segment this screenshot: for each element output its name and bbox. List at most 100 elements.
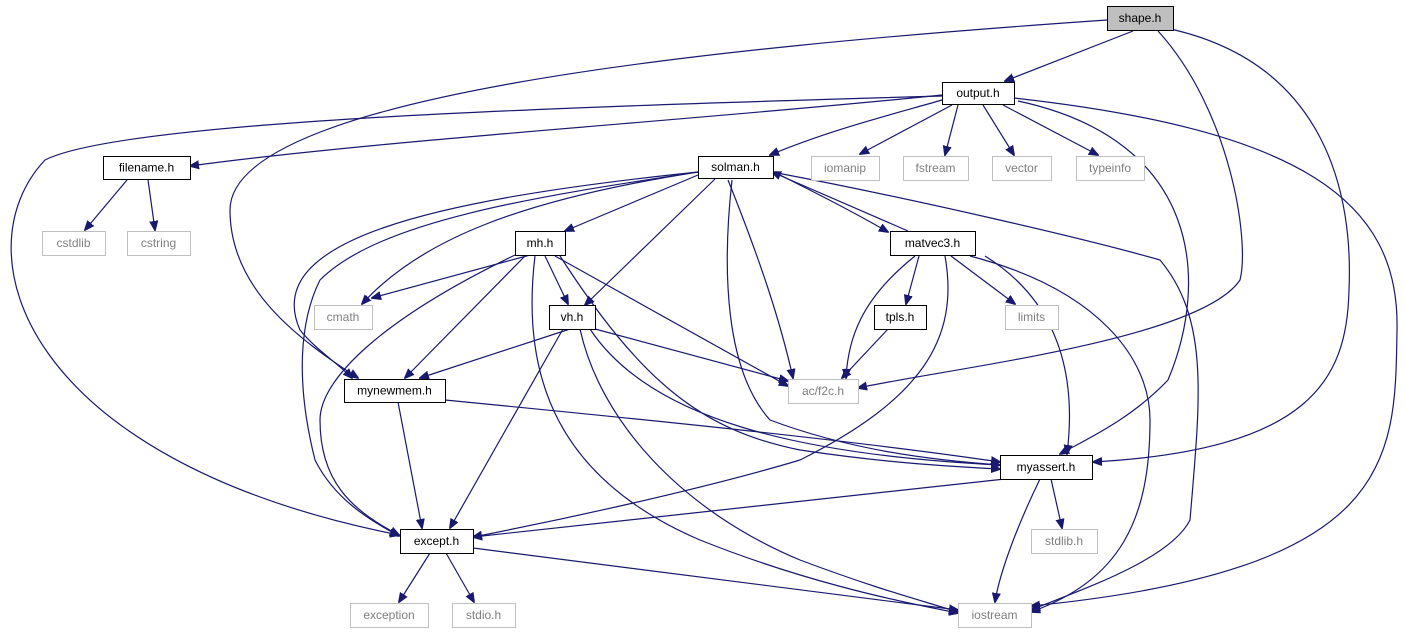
node-label: ac/f2c.h xyxy=(802,384,844,398)
edge-except-h-to-iostream xyxy=(472,547,958,610)
node-label: typeinfo xyxy=(1089,161,1131,175)
edge-filename-h-to-cstdlib xyxy=(85,179,128,230)
node-cstring: cstring xyxy=(127,231,191,256)
node-iomanip: iomanip xyxy=(811,156,880,181)
node-box xyxy=(549,305,596,330)
node-mh-h[interactable]: mh.h xyxy=(515,231,566,256)
node-solman-h[interactable]: solman.h xyxy=(698,156,774,179)
node-box xyxy=(1000,455,1093,480)
nodes-layer: shape.h output.h filename.h solman.h iomanip… xyxy=(42,6,1174,628)
edge-matvec3-h-to-myassert-h xyxy=(984,255,1069,454)
node-box xyxy=(350,603,429,628)
node-label: cstring xyxy=(141,236,176,250)
node-shape-h[interactable]: shape.h xyxy=(1107,6,1174,31)
node-box xyxy=(344,379,446,403)
node-cstdlib: cstdlib xyxy=(42,231,106,256)
node-label: mynewmem.h xyxy=(357,384,432,398)
node-label: output.h xyxy=(956,86,999,100)
edge-except-h-to-exception xyxy=(399,552,431,602)
node-box xyxy=(890,231,976,256)
node-label: vector xyxy=(1005,161,1038,175)
node-label: mh.h xyxy=(527,236,554,250)
node-mynewmem-h[interactable]: mynewmem.h xyxy=(344,379,446,403)
node-box xyxy=(811,156,880,181)
edge-solman-h-to-mh-h xyxy=(565,174,699,231)
edge-vh-h-to-acf2c-h xyxy=(594,328,788,381)
edge-matvec3-h-to-acf2c-h xyxy=(846,255,916,378)
edge-output-h-to-fstream xyxy=(945,104,959,155)
node-vector: vector xyxy=(992,156,1052,181)
node-stdlib-h: stdlib.h xyxy=(1031,529,1098,554)
node-box xyxy=(1076,156,1145,181)
edge-myassert-h-to-iostream xyxy=(995,478,1041,602)
node-label: cmath xyxy=(327,310,360,324)
node-label: vh.h xyxy=(561,310,584,324)
node-box xyxy=(1107,6,1174,31)
node-label: iomanip xyxy=(824,161,866,175)
node-box xyxy=(903,156,969,181)
edge-tpls-h-to-acf2c-h xyxy=(842,328,889,378)
node-box xyxy=(314,305,373,330)
node-output-h[interactable]: output.h xyxy=(942,82,1015,105)
node-label: iostream xyxy=(971,608,1017,622)
node-label: fstream xyxy=(915,161,955,175)
node-box xyxy=(788,379,859,404)
node-except-h[interactable]: except.h xyxy=(400,529,474,554)
edge-output-h-to-myassert-h xyxy=(1017,100,1190,454)
edge-vh-h-to-except-h xyxy=(450,328,564,528)
edge-shape-h-to-myassert-h xyxy=(1093,26,1350,462)
edge-myassert-h-to-stdlib-h xyxy=(1050,478,1062,528)
edge-solman-h-to-vh-h xyxy=(585,178,716,305)
node-fstream: fstream xyxy=(903,156,969,181)
edge-matvec3-h-to-tpls-h xyxy=(906,255,920,304)
edge-matvec3-h-to-except-h xyxy=(473,255,949,537)
edge-solman-h-to-except-h xyxy=(301,171,699,536)
node-box xyxy=(698,156,774,179)
node-filename-h[interactable]: filename.h xyxy=(103,156,191,180)
node-label: shape.h xyxy=(1119,11,1162,25)
node-matvec3-h[interactable]: matvec3.h xyxy=(890,231,976,256)
node-label: tpls.h xyxy=(886,310,915,324)
node-label: except.h xyxy=(414,534,459,548)
node-box xyxy=(942,82,1015,105)
node-cmath: cmath xyxy=(314,305,373,330)
edge-mh-h-to-mynewmem-h xyxy=(405,255,526,378)
node-label: limits xyxy=(1018,310,1045,324)
node-box xyxy=(1005,305,1059,330)
edge-output-h-to-iomanip xyxy=(860,104,953,154)
edge-shape-h-to-mynewmem-h xyxy=(229,19,1108,378)
node-box xyxy=(103,156,191,180)
edge-shape-h-to-output-h xyxy=(1005,30,1134,81)
edge-mh-h-to-cmath xyxy=(372,254,531,298)
node-iostream: iostream xyxy=(958,603,1032,628)
edge-solman-h-to-myassert-h xyxy=(726,179,1000,465)
node-tpls-h[interactable]: tpls.h xyxy=(874,305,927,330)
edge-mh-h-to-acf2c-h xyxy=(554,255,788,386)
node-stdio-h: stdio.h xyxy=(452,603,516,628)
edge-matvec3-h-to-solman-h xyxy=(772,172,909,232)
node-box xyxy=(992,156,1052,181)
node-typeinfo: typeinfo xyxy=(1076,156,1145,181)
edge-solman-h-to-cmath xyxy=(362,171,699,304)
edge-myassert-h-to-except-h xyxy=(473,478,1006,537)
edge-mh-h-to-myassert-h xyxy=(559,255,1000,469)
node-limits: limits xyxy=(1005,305,1059,330)
node-label: exception xyxy=(363,608,414,622)
node-box xyxy=(1031,529,1098,554)
node-label: solman.h xyxy=(711,160,760,174)
edge-vh-h-to-iostream xyxy=(579,328,958,612)
edge-output-h-to-solman-h xyxy=(770,99,943,155)
node-myassert-h[interactable]: myassert.h xyxy=(1000,455,1093,480)
node-vh-h[interactable]: vh.h xyxy=(549,305,596,330)
edge-mh-h-to-except-h xyxy=(319,254,516,535)
node-box xyxy=(452,603,516,628)
node-label: myassert.h xyxy=(1017,460,1076,474)
edge-solman-h-to-mynewmem-h xyxy=(293,171,699,378)
edge-output-h-to-vector xyxy=(982,104,1014,155)
edge-output-h-to-iostream xyxy=(1013,97,1398,606)
edge-mh-h-to-vh-h xyxy=(544,255,568,304)
node-label: cstdlib xyxy=(56,236,90,250)
node-label: matvec3.h xyxy=(905,236,960,250)
node-box xyxy=(127,231,191,256)
